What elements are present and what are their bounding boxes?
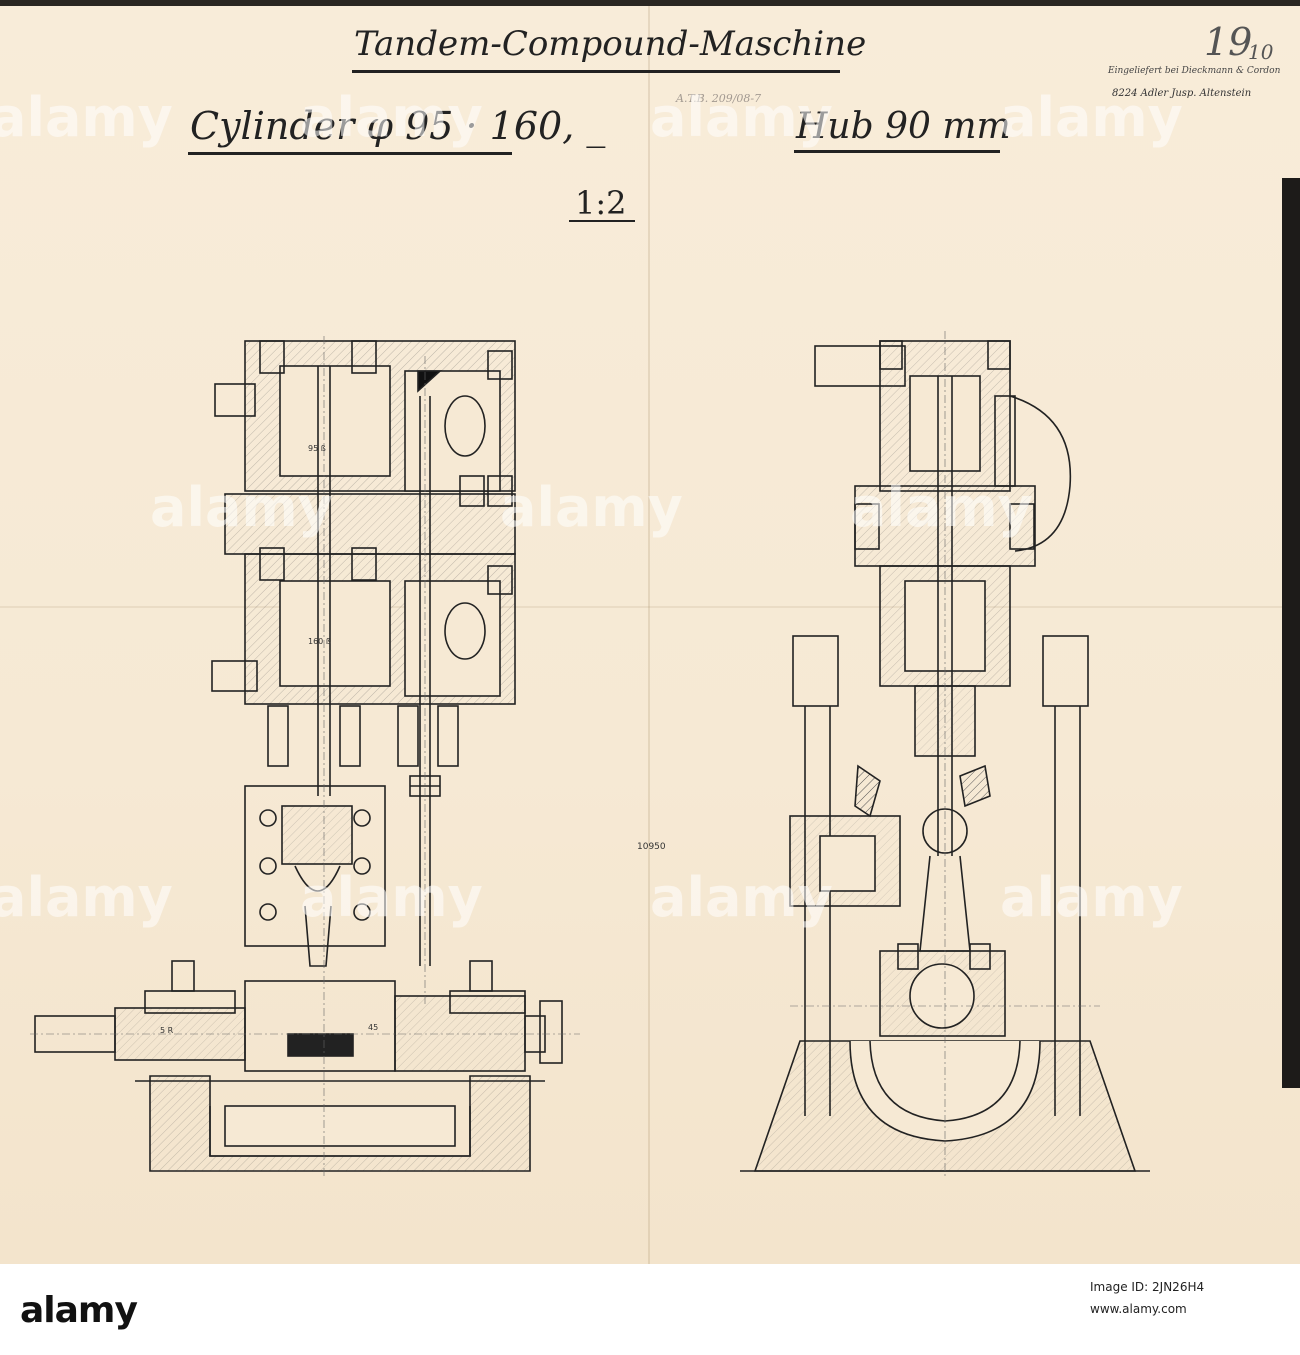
title-underline bbox=[352, 70, 840, 73]
horizontal-fold-line bbox=[0, 606, 1300, 608]
cylinder-spec: Cylinder φ 95 · 160, _ bbox=[190, 104, 606, 148]
pencil-note: A.T.B. 209/08-7 bbox=[676, 92, 762, 105]
drawing-title: Tandem-Compound-Maschine bbox=[354, 24, 867, 64]
alamy-logo: alamy bbox=[20, 1290, 138, 1331]
watermark: alamy bbox=[850, 476, 1033, 539]
technical-drawing: 95 ß 160 ß 5 R 45 bbox=[30, 331, 1150, 1176]
stroke-underline bbox=[794, 150, 1000, 153]
watermark: alamy bbox=[650, 86, 833, 149]
watermark: alamy bbox=[300, 86, 483, 149]
footer-info: Image ID: 2JN26H4 www.alamy.com bbox=[1090, 1276, 1204, 1320]
stock-footer bbox=[0, 1264, 1300, 1355]
watermark: alamy bbox=[500, 476, 683, 539]
watermark: alamy bbox=[0, 866, 173, 929]
footer-url: www.alamy.com bbox=[1090, 1302, 1187, 1316]
scale-underline bbox=[569, 220, 635, 222]
watermark: alamy bbox=[300, 866, 483, 929]
cylinder-underline bbox=[188, 152, 512, 155]
sheet-number: 19 bbox=[1204, 20, 1253, 64]
watermark: alamy bbox=[150, 476, 333, 539]
image-id-label: Image ID: 2JN26H4 bbox=[1090, 1280, 1205, 1294]
watermark: alamy bbox=[0, 86, 173, 149]
dim-label-lower-bore: 160 ß bbox=[308, 637, 331, 646]
scale-label: 1:2 bbox=[575, 184, 627, 222]
inventory-note: 8224 Adler Jusp. Altenstein bbox=[1112, 88, 1252, 99]
drawing-sheet: Tandem-Compound-Maschine Cylinder φ 95 ·… bbox=[0, 6, 1300, 1264]
binding-edge bbox=[1282, 178, 1300, 1088]
vertical-fold-line bbox=[648, 6, 650, 1264]
sheet-subnumber: 10 bbox=[1248, 40, 1274, 64]
center-note: 10950 bbox=[637, 842, 666, 852]
dim-label-shaft: 5 R bbox=[160, 1026, 174, 1035]
dim-label-upper-bore: 95 ß bbox=[308, 444, 326, 453]
watermark: alamy bbox=[650, 866, 833, 929]
receipt-stamp: Eingeliefert bei Dieckmann & Cordon bbox=[1108, 66, 1281, 76]
top-edge-band bbox=[0, 0, 1300, 6]
stroke-spec: Hub 90 mm bbox=[796, 106, 1011, 147]
watermark: alamy bbox=[1000, 866, 1183, 929]
dim-label-crank: 45 bbox=[368, 1023, 378, 1032]
left-section-view bbox=[34, 340, 563, 1172]
watermark: alamy bbox=[1000, 86, 1183, 149]
